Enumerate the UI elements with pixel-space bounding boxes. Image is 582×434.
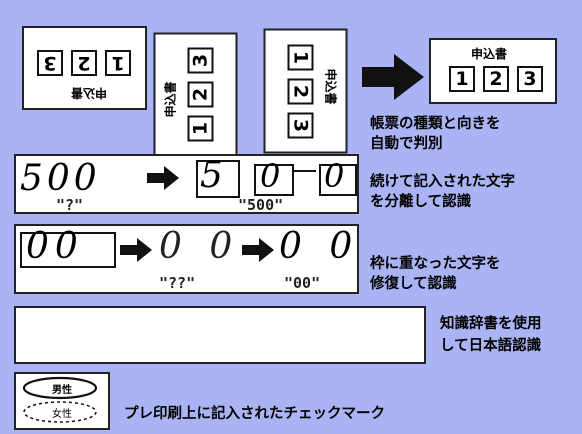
dictionary-panel [14,306,426,364]
form-title: 申込書 [70,86,107,100]
option-female: 女性 [52,409,72,420]
arrow-right-icon [242,238,274,262]
dictionary-description-line2: して日本語認識 [440,338,542,354]
caption-unknown: "??" [159,274,196,292]
form-title: 申込書 [323,68,338,105]
arrow-right-icon [120,238,152,262]
option-male: 男性 [52,385,72,396]
form-box-2: 2 [187,81,214,108]
form-box-2: 2 [483,66,509,92]
separated-char-0: 0 [260,157,281,195]
orientation-description-line2: 自動で判別 [370,136,443,152]
frame-description-line1: 枠に重なった文字を [370,256,501,272]
arrow-right-icon [147,166,179,190]
form-upright: 申込書 1 2 3 [429,38,557,104]
overlapping-frame [20,232,116,268]
form-box-3: 3 [287,112,314,139]
check-ellipses [22,376,98,423]
char-frame-1 [196,160,240,198]
form-box-2: 2 [71,50,97,76]
form-box-1: 1 [449,66,475,92]
frame-repair-panel: 00 0 0 0 0 "??" "00" [14,224,359,294]
checkmark-panel: 男性 女性 [14,372,110,430]
handwritten-500: 500 [20,158,101,199]
frame-description-line2: 修復して認識 [370,276,457,292]
caption-unknown: "?" [56,196,84,214]
separated-char-0b: 0 [324,157,345,195]
separation-panel: 500 5 0 0 "?" "500" [14,154,359,214]
arrow-right-icon [362,54,424,100]
form-box-1: 1 [287,44,314,71]
form-upside-down: 申込書 1 2 3 [22,26,147,110]
char-frame-2 [254,164,294,196]
repaired-zeros: 0 0 [279,226,361,267]
handwritten-00: 00 [26,226,84,267]
form-title: 申込書 [163,81,178,118]
form-rotated-left: 申込書 1 2 3 [153,32,238,158]
form-box-3: 3 [187,47,214,74]
caption-result: "500" [238,196,284,214]
char-frame-3 [319,164,357,196]
form-box-2: 2 [287,78,314,105]
separation-description-line1: 続けて記入された文字 [370,174,515,190]
separated-char-5: 5 [200,155,223,196]
form-title: 申込書 [471,47,508,61]
dictionary-description-line1: 知識辞書を使用 [440,316,542,332]
form-box-3: 3 [37,50,63,76]
form-rotated-right: 申込書 1 2 3 [263,28,348,154]
separation-description-line2: を分離して認識 [370,194,472,210]
caption-result: "00" [284,274,321,292]
broken-zeros: 0 0 [159,226,241,267]
orientation-description-line1: 帳票の種類と向きを [370,116,501,132]
stroke-line [292,170,316,172]
form-box-1: 1 [105,50,131,76]
form-box-3: 3 [517,66,543,92]
checkmark-description: プレ印刷上に記入されたチェックマーク [124,406,385,422]
form-box-1: 1 [187,115,214,142]
